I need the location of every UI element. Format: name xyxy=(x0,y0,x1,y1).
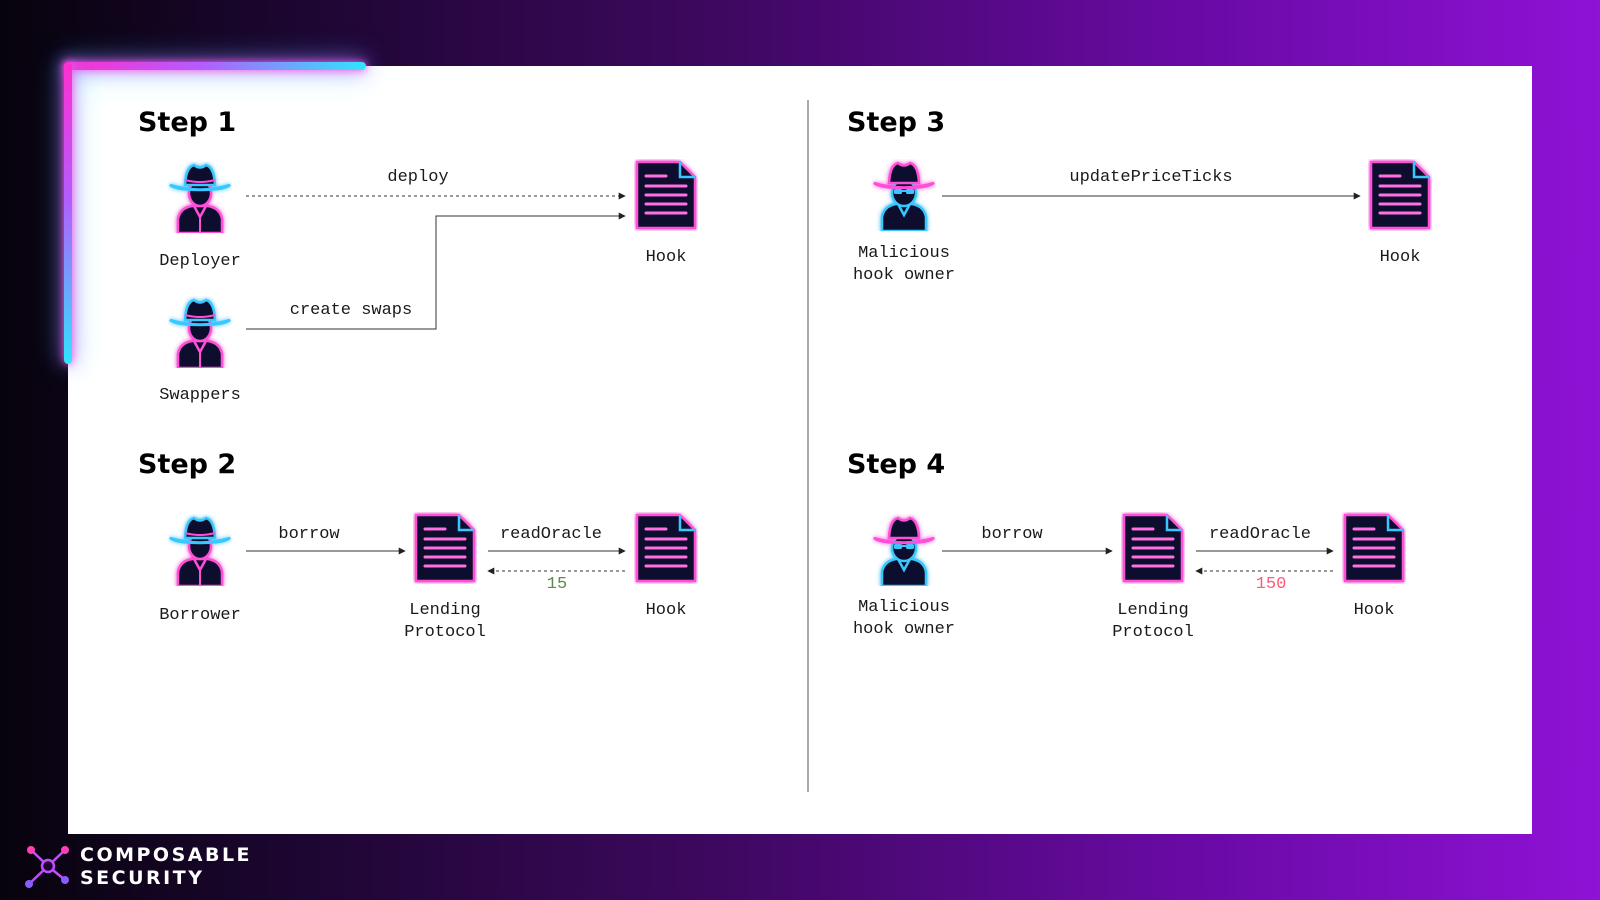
hook-label: Hook xyxy=(646,248,687,267)
diagram-panel xyxy=(68,66,1532,834)
composable-security-logo-text: COMPOSABLE SECURITY xyxy=(80,844,252,890)
lending-protocol-label-2: Protocol xyxy=(1112,623,1194,642)
step-4-title: Step 4 xyxy=(847,449,945,480)
deploy-label: deploy xyxy=(387,168,448,187)
hook-contract-icon xyxy=(637,515,695,581)
composable-security-logo-icon xyxy=(25,846,69,888)
hook-label: Hook xyxy=(1354,601,1395,620)
create-swaps-label: create swaps xyxy=(290,301,412,320)
lending-protocol-label-1: Lending xyxy=(409,601,480,620)
lending-protocol-label-1: Lending xyxy=(1117,601,1188,620)
swappers-label: Swappers xyxy=(159,386,241,405)
logo-line-1: COMPOSABLE xyxy=(80,844,253,866)
create-swaps-arrow xyxy=(246,212,626,330)
malicious-owner-icon xyxy=(874,163,934,231)
malicious-owner-label-2: hook owner xyxy=(853,266,955,285)
step-1-title: Step 1 xyxy=(138,107,236,138)
oracle-value: 15 xyxy=(547,575,567,594)
lending-protocol-icon xyxy=(416,515,474,581)
hook-contract-icon xyxy=(637,162,695,228)
step-3-title: Step 3 xyxy=(847,107,945,138)
malicious-owner-icon xyxy=(874,518,934,586)
borrow-label: borrow xyxy=(278,525,340,544)
deployer-icon xyxy=(170,165,230,233)
hook-contract-icon xyxy=(1345,515,1403,581)
malicious-owner-label-1: Malicious xyxy=(858,244,950,263)
swappers-icon xyxy=(170,300,230,368)
lending-protocol-label-2: Protocol xyxy=(404,623,486,642)
borrow-label: borrow xyxy=(981,525,1043,544)
hook-label: Hook xyxy=(646,601,687,620)
oracle-value: 150 xyxy=(1256,575,1287,594)
malicious-owner-label-1: Malicious xyxy=(858,598,950,617)
lending-protocol-icon xyxy=(1124,515,1182,581)
neon-frame-top xyxy=(64,62,366,70)
deployer-label: Deployer xyxy=(159,252,241,271)
read-oracle-label: readOracle xyxy=(1209,525,1311,544)
hook-contract-icon xyxy=(1371,162,1429,228)
read-oracle-label: readOracle xyxy=(500,525,602,544)
borrower-icon xyxy=(170,518,230,586)
update-price-ticks-label: updatePriceTicks xyxy=(1069,168,1232,187)
logo-line-2: SECURITY xyxy=(80,867,205,889)
borrower-label: Borrower xyxy=(159,606,241,625)
malicious-owner-label-2: hook owner xyxy=(853,620,955,639)
step-2-title: Step 2 xyxy=(138,449,236,480)
neon-frame-left xyxy=(64,62,72,364)
hook-label: Hook xyxy=(1380,248,1421,267)
